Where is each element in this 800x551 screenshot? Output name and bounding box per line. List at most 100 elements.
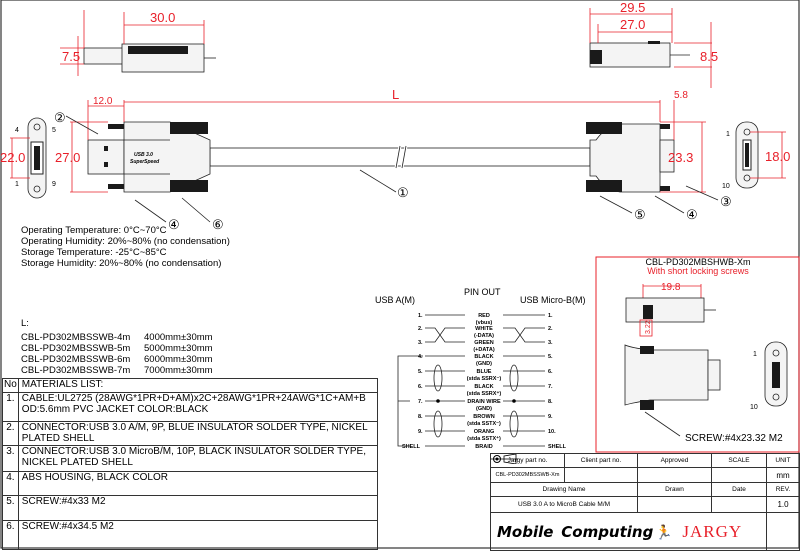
pin-left: SHELL: [402, 444, 421, 450]
drain-junction: [512, 399, 516, 403]
pin-signal: (stda SSRX⁻): [467, 376, 502, 382]
pinout-left-header: USB A(M): [375, 295, 415, 305]
pin-wire-color: RED: [478, 313, 490, 319]
length-value: 4000mm±30mm: [144, 332, 213, 343]
drain-junction: [436, 399, 440, 403]
pin-signal: (GND): [476, 406, 492, 412]
pin-label: 4: [15, 127, 19, 134]
variant-subtitle: With short locking screws: [647, 266, 749, 276]
materials-no: 1.: [2, 392, 19, 422]
usb-a-plug: [87, 139, 125, 175]
pin-left: 4.: [418, 354, 423, 360]
variant-part: CBL-PD302MBSHWB-Xm: [645, 257, 750, 267]
screw-a-bottom: [170, 180, 208, 192]
shield-ellipse: [433, 364, 443, 392]
micro-plug: [659, 139, 675, 173]
dim-micro-height: 23.3: [668, 150, 693, 165]
materials-row: 3.CONNECTOR:USB 3.0 MicroB/M, 10P, BLACK…: [2, 445, 379, 472]
pin-left: 7.: [418, 399, 423, 405]
tb-unit: mm: [766, 467, 800, 483]
callout-housing-micro: ④: [686, 207, 698, 222]
materials-no: 6.: [2, 520, 19, 550]
dim-cable-length: L: [392, 87, 399, 102]
pin-right: 5.: [548, 354, 553, 360]
materials-text: CONNECTOR:USB 3.0 A/M, 9P, BLUE INSULATO…: [17, 421, 379, 446]
materials-text: SCREW:#4x33 M2: [17, 495, 379, 521]
variant-screw: SCREW:#4x23.32 M2: [685, 433, 783, 444]
usb-a-side-view: 30.0 7.5: [60, 10, 216, 76]
pin-wire-color: WHITE: [475, 326, 493, 332]
materials-text: CABLE:UL2725 (28AWG*1PR+D+AM)x2C+28AWG*1…: [17, 392, 379, 422]
length-row: CBL-PD302MBSSWB-7m 7000mm±30mm: [21, 365, 213, 376]
pin-wire-color: GREEN: [474, 340, 494, 346]
length-part: CBL-PD302MBSSWB-7m: [21, 365, 131, 376]
materials-row: 1.CABLE:UL2725 (28AWG*1PR+D+AM)x2C+28AWG…: [2, 392, 379, 422]
pin-right: 2.: [548, 326, 553, 332]
variant-box: [595, 256, 800, 453]
variant-pin-top: 1: [753, 351, 757, 358]
pin-signal: (+DATA): [473, 347, 495, 353]
tb-logos: Mobile Computing 🏃 JARGY: [490, 512, 767, 551]
pin-left: 6.: [418, 384, 423, 390]
materials-row: 6.SCREW:#4x34.5 M2: [2, 520, 379, 550]
shield-ellipse: [509, 364, 519, 392]
pin-signal: (stda SSTX⁻): [467, 421, 501, 427]
shield-ellipse: [433, 410, 443, 438]
tb-drawing-name: USB 3.0 A to MicroB Cable M/M: [490, 496, 638, 513]
pin-signal: (GND): [476, 361, 492, 367]
length-part: CBL-PD302MBSSWB-6m: [21, 354, 131, 365]
pin-signal: (stda SSRX⁺): [467, 390, 502, 397]
twisted-pair-data: [425, 327, 545, 343]
tb-label: Drawing Name: [490, 482, 638, 497]
tb-label: SCALE: [711, 453, 767, 468]
materials-no: 4.: [2, 471, 19, 496]
pin-signal: (-DATA): [474, 333, 494, 339]
env-line: Storage Temperature: -25°C~85°C: [21, 247, 167, 258]
pin-left: 3.: [418, 340, 423, 346]
callout-screw-a: ⑥: [212, 217, 224, 232]
materials-text: ABS HOUSING, BLACK COLOR: [17, 471, 379, 496]
pin-label: 1: [726, 131, 730, 138]
pin-left: 9.: [418, 429, 423, 435]
pinout-right-header: USB Micro-B(M): [520, 295, 586, 305]
pin-wire-color: ORANG: [474, 429, 494, 435]
pin-left: 2.: [418, 326, 423, 332]
tb-label: Client part no.: [564, 453, 638, 468]
length-part: CBL-PD302MBSSWB-5m: [21, 343, 131, 354]
tb-rev: 1.0: [766, 496, 800, 513]
micro-face-view: 18.0 1 10: [722, 121, 790, 190]
pin-signal: (stda SSTX⁺): [467, 435, 501, 442]
plug-marking-1: USB 3.0: [134, 152, 153, 158]
pin-right: 3.: [548, 340, 553, 346]
pin-wire-color: BROWN: [473, 414, 494, 420]
callout-cable: ①: [397, 185, 409, 200]
dim-usb-a-offset: 12.0: [93, 96, 113, 107]
variant-length-dim: 19.8: [661, 282, 681, 293]
pin-label: 1: [15, 181, 19, 188]
screw-a-top: [170, 122, 208, 134]
pin-label: 10: [722, 183, 730, 190]
materials-row: 4.ABS HOUSING, BLACK COLOR: [2, 471, 379, 496]
callouts: ① ② ③ ④ ④ ⑤ ⑥: [54, 110, 732, 232]
pin-left: 8.: [418, 414, 423, 420]
tb-label: UNIT: [766, 453, 800, 468]
tb-label: Drawn: [637, 482, 712, 497]
usb-a-face-view: 22.0 4 5 1 9: [0, 117, 56, 199]
cable-dimensions: 12.0 L 5.8 27.0 23.3: [55, 87, 706, 193]
micro-side-view: 29.5 27.0 8.5: [589, 0, 718, 88]
length-value: 7000mm±30mm: [144, 365, 213, 376]
pin-signal: (vbus): [476, 320, 493, 326]
pin-left: 5.: [418, 369, 423, 375]
tb-label: REV.: [766, 482, 800, 497]
pin-left: 1.: [418, 313, 423, 319]
pin-right: 8.: [548, 399, 553, 405]
pin-label: 5: [52, 127, 56, 134]
dim-usb-a-face: 22.0: [0, 150, 25, 165]
dim-top-left-length: 30.0: [150, 10, 175, 25]
